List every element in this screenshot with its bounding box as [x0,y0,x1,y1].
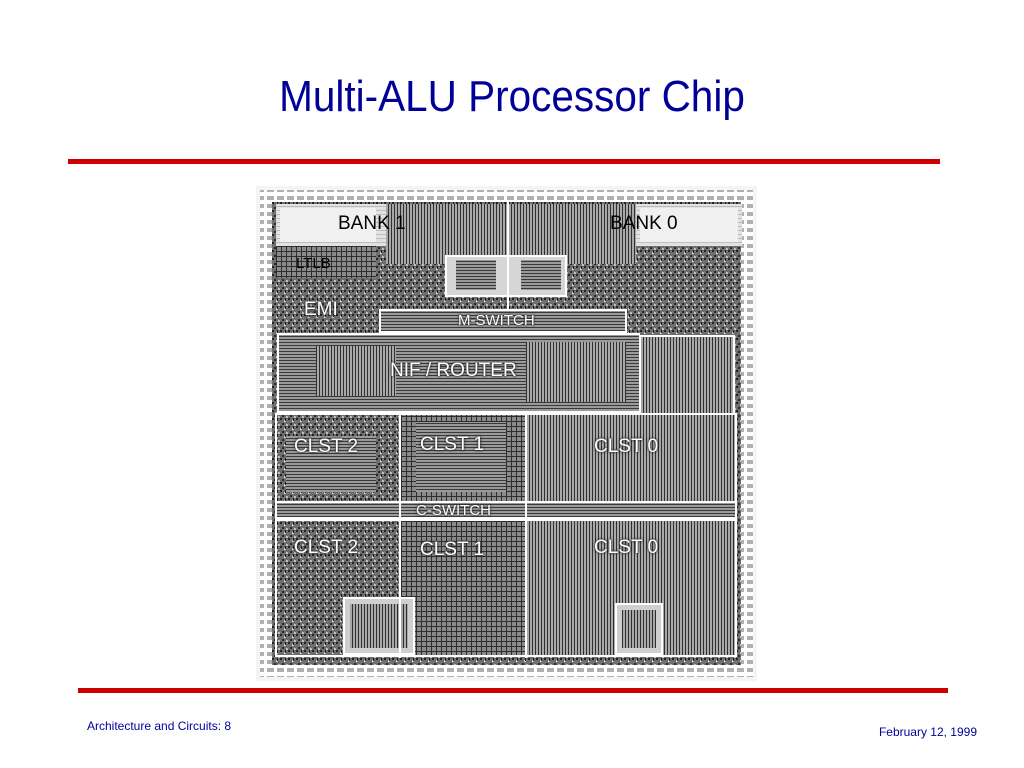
die-micrograph [256,186,757,681]
bank-0-label: BANK 0 [610,213,678,234]
m-switch-label: M-SWITCH [458,312,535,329]
top-divider [68,159,940,164]
ltlb-label: LTLB [296,255,331,272]
bank-1-label: BANK 1 [338,213,406,234]
clst-2-top-label: CLST 2 [294,436,359,457]
slide-title: Multi-ALU Processor Chip [279,72,745,121]
bottom-divider [78,688,948,693]
clst-1-top-label: CLST 1 [420,434,485,455]
nif-router-label: NIF / ROUTER [390,360,517,381]
footer-section-label: Architecture and Circuits: 8 [87,719,232,733]
emi-label: EMI [304,299,338,320]
footer-date: February 12, 1999 [878,725,977,739]
clst-0-bottom-label: CLST 0 [594,537,659,558]
c-switch-label: C-SWITCH [416,502,491,519]
clst-0-top-label: CLST 0 [594,436,659,457]
clst-2-bottom-label: CLST 2 [294,537,359,558]
clst-1-bottom-label: CLST 1 [420,539,485,560]
chip-die-photo: BANK 1 BANK 0 LTLB EMI M-SWITCH NIF / RO… [256,186,757,681]
